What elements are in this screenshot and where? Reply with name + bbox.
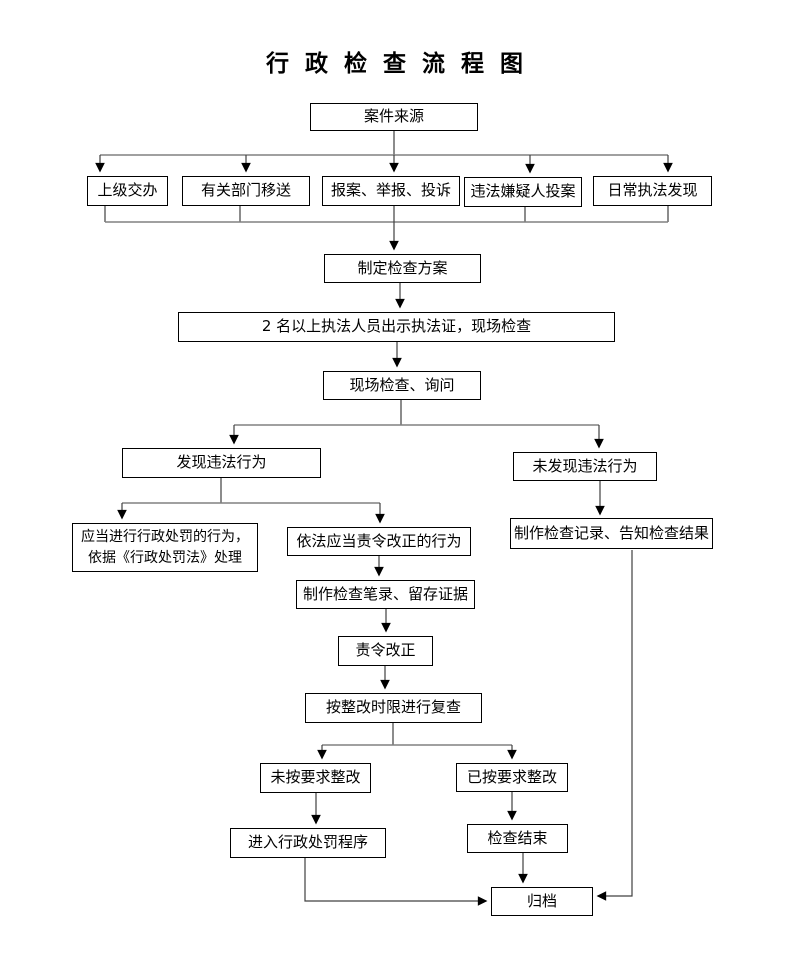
flow-arrow (596, 550, 633, 901)
node-department-transfer: 有关部门移送 (182, 176, 310, 206)
node-daily-enforcement-discovery: 日常执法发现 (593, 176, 712, 206)
node-punishable-behavior: 应当进行行政处罚的行为， 依据《行政处罚法》处理 (72, 523, 258, 572)
node-make-inspection-plan: 制定检查方案 (324, 254, 481, 283)
node-archive: 归档 (491, 887, 593, 916)
node-make-notes-keep-evidence: 制作检查笔录、留存证据 (296, 580, 475, 609)
node-superior-assignment: 上级交办 (87, 176, 168, 206)
node-no-violation-found: 未发现违法行为 (513, 452, 657, 481)
node-not-rectified: 未按要求整改 (260, 763, 371, 793)
node-review-by-deadline: 按整改时限进行复查 (305, 693, 482, 723)
node-make-record-notify-result: 制作检查记录、告知检查结果 (510, 518, 713, 549)
node-inspection-end: 检查结束 (467, 824, 568, 853)
node-enter-punishment-procedure: 进入行政处罚程序 (230, 828, 386, 858)
node-violation-found: 发现违法行为 (122, 448, 321, 478)
node-order-correction: 责令改正 (338, 636, 433, 666)
node-onsite-inspection-inquiry: 现场检查、询问 (323, 371, 481, 400)
flow-arrow (304, 858, 488, 906)
node-suspect-surrender: 违法嫌疑人投案 (464, 177, 582, 207)
node-report-complaint: 报案、举报、投诉 (322, 176, 460, 206)
node-rectified: 已按要求整改 (456, 763, 568, 792)
node-case-source: 案件来源 (310, 103, 478, 131)
page-title: 行 政 检 查 流 程 图 (265, 51, 528, 77)
node-show-credentials-onsite: 2 名以上执法人员出示执法证，现场检查 (178, 312, 615, 342)
node-order-correction-behavior: 依法应当责令改正的行为 (287, 527, 471, 556)
